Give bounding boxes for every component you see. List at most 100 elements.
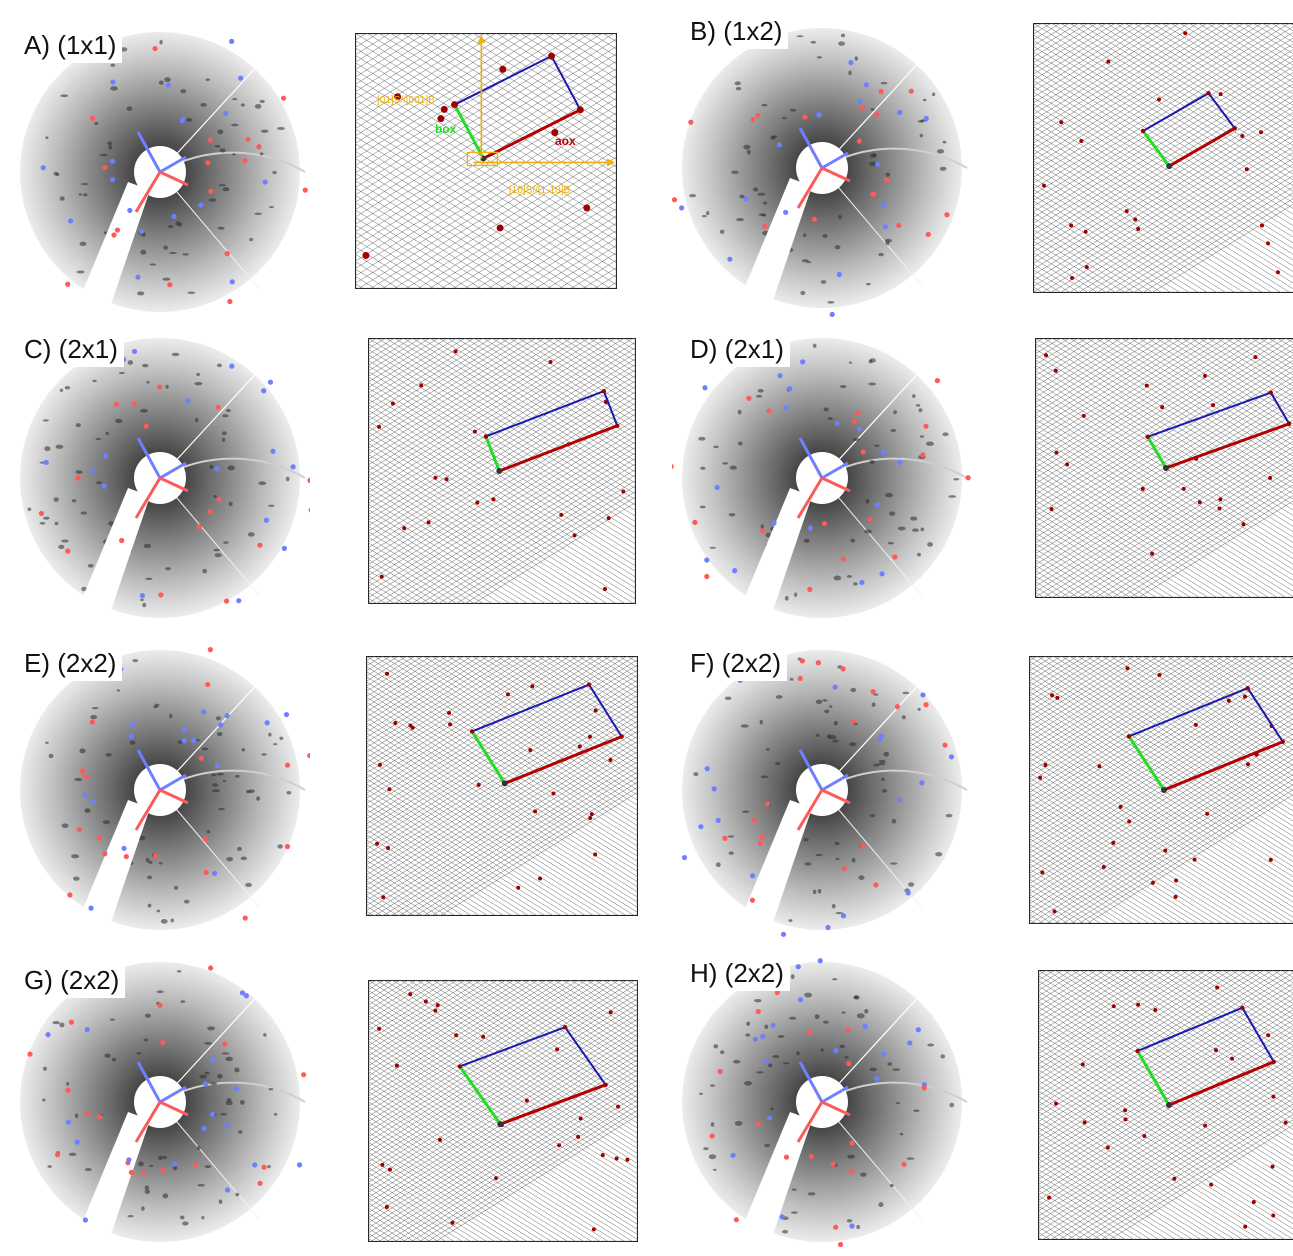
overlayer-spot [1106,59,1111,64]
diffraction-spot [895,1102,900,1105]
overlayer-spot [1202,373,1207,378]
overlay-spot [152,45,158,52]
diffraction-spot [185,118,193,122]
diffraction-spot [789,677,794,681]
overlayer-spot [494,1176,499,1181]
overlay-spot [856,138,862,144]
overlay-spot [307,477,310,483]
overlay-spot [783,209,789,215]
overlay-spot [224,713,230,719]
overlay-spot [830,1161,836,1167]
diffraction-spot [205,78,211,81]
overlay-spot [224,250,230,257]
overlayer-spot [433,1008,438,1013]
overlayer-spot [1192,857,1197,862]
diffraction-spot [839,385,847,389]
overlayer-spot [1082,1120,1087,1125]
diffraction-spot [105,431,109,436]
diffraction-spot [194,381,203,386]
diffraction-spot [144,1189,151,1195]
diffraction-spot [885,172,891,177]
diffraction-spot [74,777,83,782]
overlay-spot [165,82,171,88]
diffraction-spot [227,465,235,471]
overlayer-spot [1083,229,1088,234]
overlayer-spot [555,1047,560,1052]
diffraction-spot [804,862,812,866]
overlay-spot [301,1072,307,1078]
overlayer-spot [559,512,564,517]
overlay-spot [123,854,129,860]
diffraction-spot [226,408,231,413]
overlay-spot [867,516,873,522]
diffraction-spot [902,691,910,695]
overlayer-spot [1097,764,1102,769]
diffraction-spot [82,193,88,197]
diffraction-spot [235,774,240,778]
overlayer-spot [408,992,413,997]
substrate-grid [1029,656,1293,924]
diffraction-spot [873,763,880,767]
panel-label-e: E) (2x2) [20,648,123,681]
diffraction-spot [59,196,65,201]
diffraction-spot [210,1082,218,1085]
cell-corner-spot [1135,1048,1140,1054]
overlayer-spot [362,252,370,260]
overlay-b-vector [798,127,824,169]
overlayer-spot [1144,383,1149,388]
diffraction-spot [42,1098,46,1102]
diffraction-spot [920,527,925,532]
diffraction-spot [873,693,879,696]
overlay-spot [925,231,931,238]
diffraction-spot [741,810,750,814]
overlayer-spot [1230,1056,1235,1061]
diffraction-spot [803,538,810,543]
diffraction-spot [883,751,890,757]
overlay-spot [840,913,847,919]
overlay-spot [919,780,925,786]
overlayer-spot [1156,97,1161,102]
overlay-spot [207,647,213,653]
overlay-spot [82,792,88,798]
overlay-spot [837,1241,844,1248]
diffraction-spot [27,507,32,512]
overlay-spot [181,738,188,744]
diffraction-spot [261,753,267,756]
diffraction-spot [42,1066,47,1071]
overlayer-spot [476,782,481,787]
diffraction-spot [927,1043,935,1047]
overlayer-spot [589,812,594,817]
overlay-spot [749,897,756,903]
diffraction-spot [223,541,229,544]
overlay-spot [795,964,801,970]
diffraction-spot [931,92,936,97]
overlayer-spot [1218,92,1223,97]
diffraction-spot [713,445,719,449]
diffraction-spot [228,501,233,507]
overlayer-spot [551,129,559,137]
overlay-spot [27,1051,33,1057]
overlay-spot [83,774,89,780]
overlayer-spot [1275,270,1280,275]
diffraction-spot [259,99,265,103]
diffraction-spot [71,854,80,859]
diffraction-spot [869,459,876,464]
screen-wire [821,979,935,1103]
overlay-spot [131,348,138,355]
diffraction-spot [706,211,710,216]
diffraction-spot [45,136,49,140]
diffraction-spot [55,444,64,449]
overlay-spot [762,223,768,230]
overlayer-spot [1174,878,1179,883]
diffraction-spot [853,582,858,586]
overlay-spot [714,484,720,490]
gun-holder [732,1112,812,1252]
diffraction-spot [214,144,221,148]
overlay-spot [921,1085,927,1091]
overlay-spot [224,1122,230,1128]
diffraction-spot [61,823,69,828]
overlayer-spot [1215,985,1220,990]
diffraction-spot [887,1062,893,1066]
overlayer-spot [377,424,382,429]
diffraction-spot [838,41,846,46]
